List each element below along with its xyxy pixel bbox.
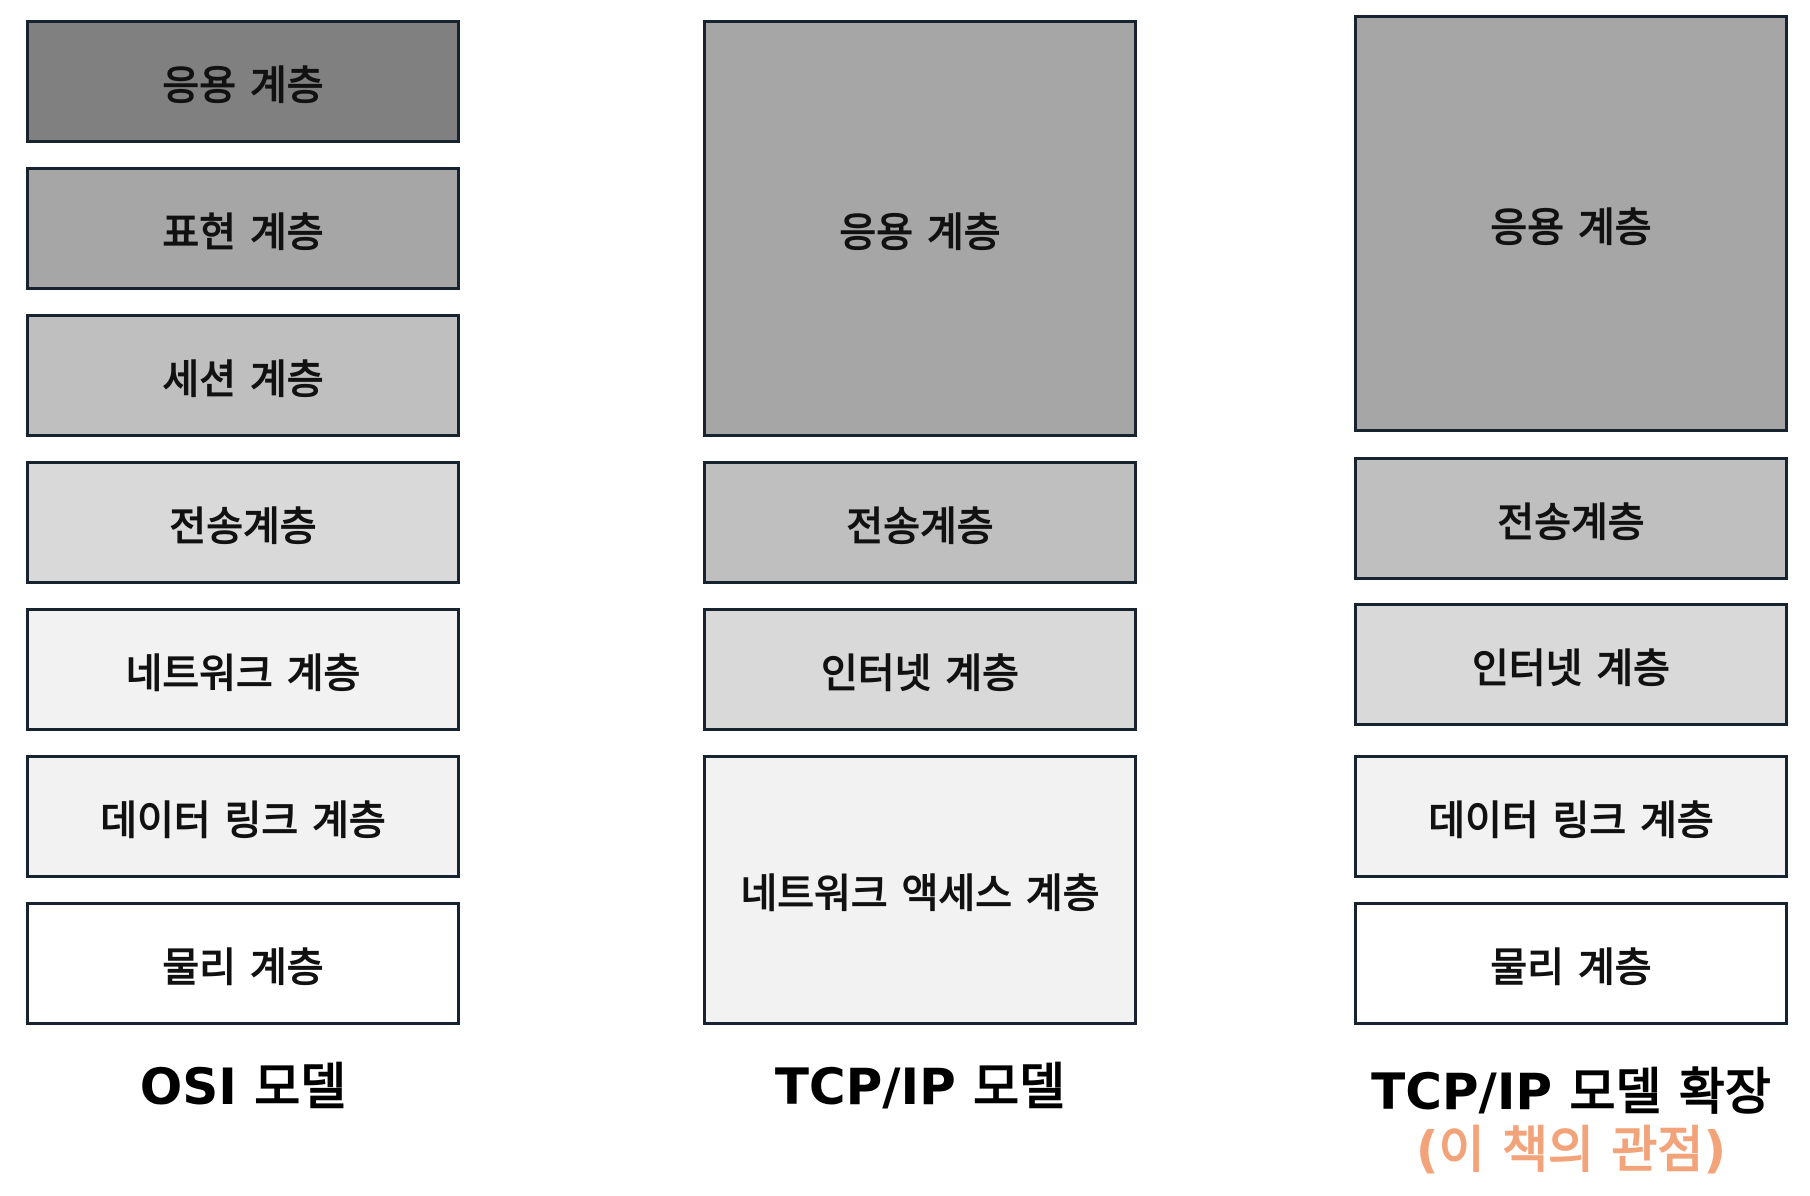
layer-label: 응용 계층 <box>162 62 324 109</box>
layer-label: 물리 계층 <box>162 944 324 991</box>
layer-label: 전송계층 <box>169 503 317 550</box>
osi-data-link-layer: 데이터 링크 계층 <box>26 755 460 878</box>
layer-label: 표현 계층 <box>162 209 324 256</box>
osi-session-layer: 세션 계층 <box>26 314 460 437</box>
tcp-transport-layer: 전송계층 <box>703 461 1137 584</box>
ext-transport-layer: 전송계층 <box>1354 457 1788 580</box>
layer-label: 세션 계층 <box>162 356 324 403</box>
layer-label: 전송계층 <box>846 503 994 550</box>
tcp-model-caption: TCP/IP 모델 <box>774 1058 1066 1116</box>
osi-transport-layer: 전송계층 <box>26 461 460 584</box>
ext-data-link-layer: 데이터 링크 계층 <box>1354 755 1788 878</box>
layer-label: 네트워크 계층 <box>125 650 361 697</box>
ext-application-layer: 응용 계층 <box>1354 15 1788 432</box>
layer-label: 네트워크 액세스 계층 <box>740 871 1100 917</box>
osi-physical-layer: 물리 계층 <box>26 902 460 1025</box>
osi-presentation-layer: 표현 계층 <box>26 167 460 290</box>
layer-label: 응용 계층 <box>839 209 1001 256</box>
layer-label: 데이터 링크 계층 <box>100 797 386 844</box>
ext-internet-layer: 인터넷 계층 <box>1354 603 1788 726</box>
layer-label: 인터넷 계층 <box>821 650 1019 697</box>
layer-label: 물리 계층 <box>1490 944 1652 991</box>
layer-label: 전송계층 <box>1497 499 1645 546</box>
ext-model-title: TCP/IP 모델 확장 <box>1371 1063 1771 1121</box>
osi-network-layer: 네트워크 계층 <box>26 608 460 731</box>
book-perspective-note: (이 책의 관점) <box>1415 1121 1727 1179</box>
layer-label: 인터넷 계층 <box>1472 645 1670 692</box>
tcp-application-layer: 응용 계층 <box>703 20 1137 437</box>
osi-model-caption: OSI 모델 <box>139 1058 347 1116</box>
tcp-internet-layer: 인터넷 계층 <box>703 608 1137 731</box>
osi-application-layer: 응용 계층 <box>26 20 460 143</box>
ext-physical-layer: 물리 계층 <box>1354 902 1788 1025</box>
ext-model-caption: TCP/IP 모델 확장 (이 책의 관점) <box>1354 1063 1788 1179</box>
layer-label: 데이터 링크 계층 <box>1428 797 1714 844</box>
layer-label: 응용 계층 <box>1490 204 1652 251</box>
tcp-network-access-layer: 네트워크 액세스 계층 <box>703 755 1137 1025</box>
